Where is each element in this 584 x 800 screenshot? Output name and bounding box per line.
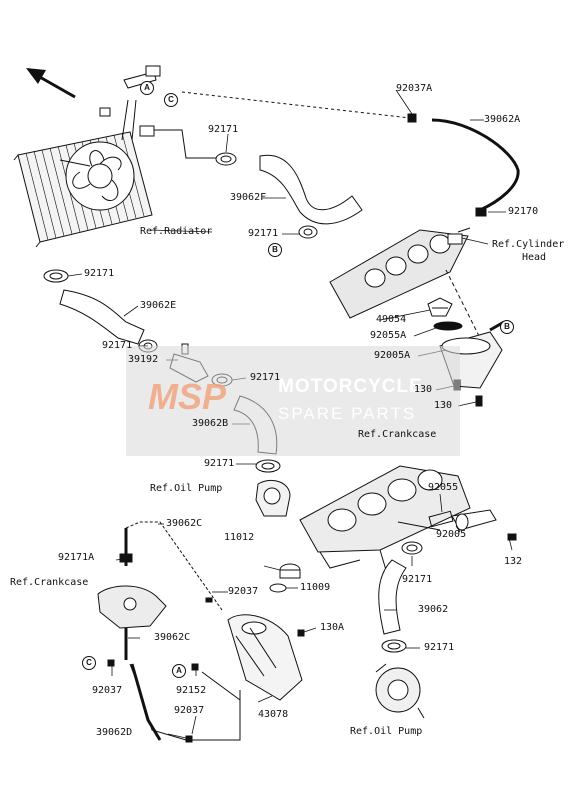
seal-11009 bbox=[269, 583, 287, 593]
label-92171-r: 92171 bbox=[402, 574, 433, 585]
label-130A: 130A bbox=[320, 622, 345, 633]
vent-line-route bbox=[181, 91, 411, 119]
label-92005: 92005 bbox=[436, 529, 467, 540]
crankcase-left-drawing bbox=[97, 585, 167, 629]
hose-39062A bbox=[431, 118, 520, 212]
label-92037-d: 92037 bbox=[174, 705, 205, 716]
hose-route-top bbox=[154, 129, 218, 159]
label-92055: 92055 bbox=[428, 482, 459, 493]
watermark-brand: MOTORCYCLE bbox=[278, 376, 423, 397]
fitting-92037-d bbox=[185, 735, 193, 743]
clamp-92171A bbox=[119, 553, 133, 563]
label-43078: 43078 bbox=[258, 709, 289, 720]
thermostat-49054 bbox=[427, 297, 453, 317]
label-92152: 92152 bbox=[176, 685, 207, 696]
label-ref-cylinder-head-1: Ref.Cylinder bbox=[492, 239, 565, 250]
label-92037: 92037 bbox=[228, 586, 259, 597]
label-ref-crankcase-left: Ref.Crankcase bbox=[10, 577, 89, 588]
watermark-band bbox=[126, 346, 460, 456]
cylinder-head-drawing bbox=[329, 229, 469, 319]
callout-c-top: C bbox=[164, 93, 178, 107]
label-132: 132 bbox=[504, 556, 523, 567]
label-39062: 39062 bbox=[418, 604, 449, 615]
label-92005A: 92005A bbox=[374, 350, 411, 361]
pipe-92005 bbox=[451, 509, 497, 531]
label-39062B: 39062B bbox=[192, 418, 229, 429]
label-92170: 92170 bbox=[508, 206, 539, 217]
label-92055A: 92055A bbox=[370, 330, 407, 341]
label-92171-top: 92171 bbox=[208, 124, 239, 135]
bolt-130-b bbox=[475, 395, 483, 407]
cap-11012 bbox=[279, 563, 301, 579]
watermark-logo: MSP bbox=[148, 376, 227, 417]
fitting-92037A bbox=[407, 113, 417, 123]
label-92171-r2: 92171 bbox=[424, 642, 455, 653]
label-39062C-top: 39062C bbox=[166, 518, 203, 529]
oil-pump-lower-drawing bbox=[375, 663, 425, 719]
callout-c-left: C bbox=[82, 656, 96, 670]
clamp-92171-left bbox=[43, 269, 69, 283]
radiator-drawing bbox=[13, 65, 161, 248]
label-92171-f: 92171 bbox=[248, 228, 279, 239]
label-39192: 39192 bbox=[128, 354, 159, 365]
label-11009: 11009 bbox=[300, 582, 331, 593]
label-ref-radiator: Ref.Radiator bbox=[140, 226, 213, 237]
label-39062E: 39062E bbox=[140, 300, 177, 311]
callout-a-tank: A bbox=[172, 664, 186, 678]
callout-b-head: B bbox=[500, 320, 514, 334]
label-92171-e: 92171 bbox=[102, 340, 133, 351]
front-arrow-icon bbox=[26, 68, 76, 99]
label-ref-oil-pump-bottom: Ref.Oil Pump bbox=[350, 726, 423, 737]
label-92171-mid: 92171 bbox=[250, 372, 281, 383]
label-49054: 49054 bbox=[376, 314, 407, 325]
hose-39062F bbox=[259, 154, 363, 225]
grommet-92152 bbox=[191, 663, 199, 671]
label-11012: 11012 bbox=[224, 532, 255, 543]
label-92171-b: 92171 bbox=[204, 458, 235, 469]
label-ref-cylinder-head-2: Head bbox=[522, 252, 547, 263]
label-ref-oil-pump-top: Ref.Oil Pump bbox=[150, 483, 223, 494]
label-130-b: 130 bbox=[434, 400, 453, 411]
clamp-92171-r2 bbox=[381, 639, 407, 653]
label-39062C-low: 39062C bbox=[154, 632, 191, 643]
crankcase-drawing bbox=[299, 465, 471, 571]
bolt-132 bbox=[507, 533, 517, 541]
label-92037-c: 92037 bbox=[92, 685, 123, 696]
clamp-92171-r bbox=[401, 541, 423, 555]
fitting-92037 bbox=[205, 597, 213, 603]
label-ref-crankcase-top: Ref.Crankcase bbox=[358, 429, 437, 440]
clamp-92171-top bbox=[215, 152, 237, 166]
reserve-tank-43078 bbox=[227, 614, 303, 701]
label-39062A: 39062A bbox=[484, 114, 521, 125]
clamp-92171-f bbox=[298, 225, 318, 239]
callout-b-hose: B bbox=[268, 243, 282, 257]
fitting-92037-c bbox=[107, 659, 115, 667]
hose-39062E bbox=[59, 289, 145, 345]
clamp-92171-b bbox=[255, 459, 281, 473]
label-92171-left: 92171 bbox=[84, 268, 115, 279]
watermark-tagline: SPARE PARTS bbox=[278, 404, 417, 423]
clamp-92170 bbox=[475, 207, 487, 217]
label-92037A: 92037A bbox=[396, 83, 433, 94]
callout-a-top: A bbox=[140, 81, 154, 95]
label-92171A: 92171A bbox=[58, 552, 95, 563]
label-39062D: 39062D bbox=[96, 727, 133, 738]
bolt-130A bbox=[297, 629, 305, 637]
hose-39062 bbox=[378, 559, 407, 635]
label-39062F: 39062F bbox=[230, 192, 267, 203]
oil-pump-upper-drawing bbox=[255, 480, 291, 517]
gasket-92055A bbox=[433, 321, 463, 331]
label-130-a: 130 bbox=[414, 384, 433, 395]
hose-39062D bbox=[130, 663, 162, 741]
